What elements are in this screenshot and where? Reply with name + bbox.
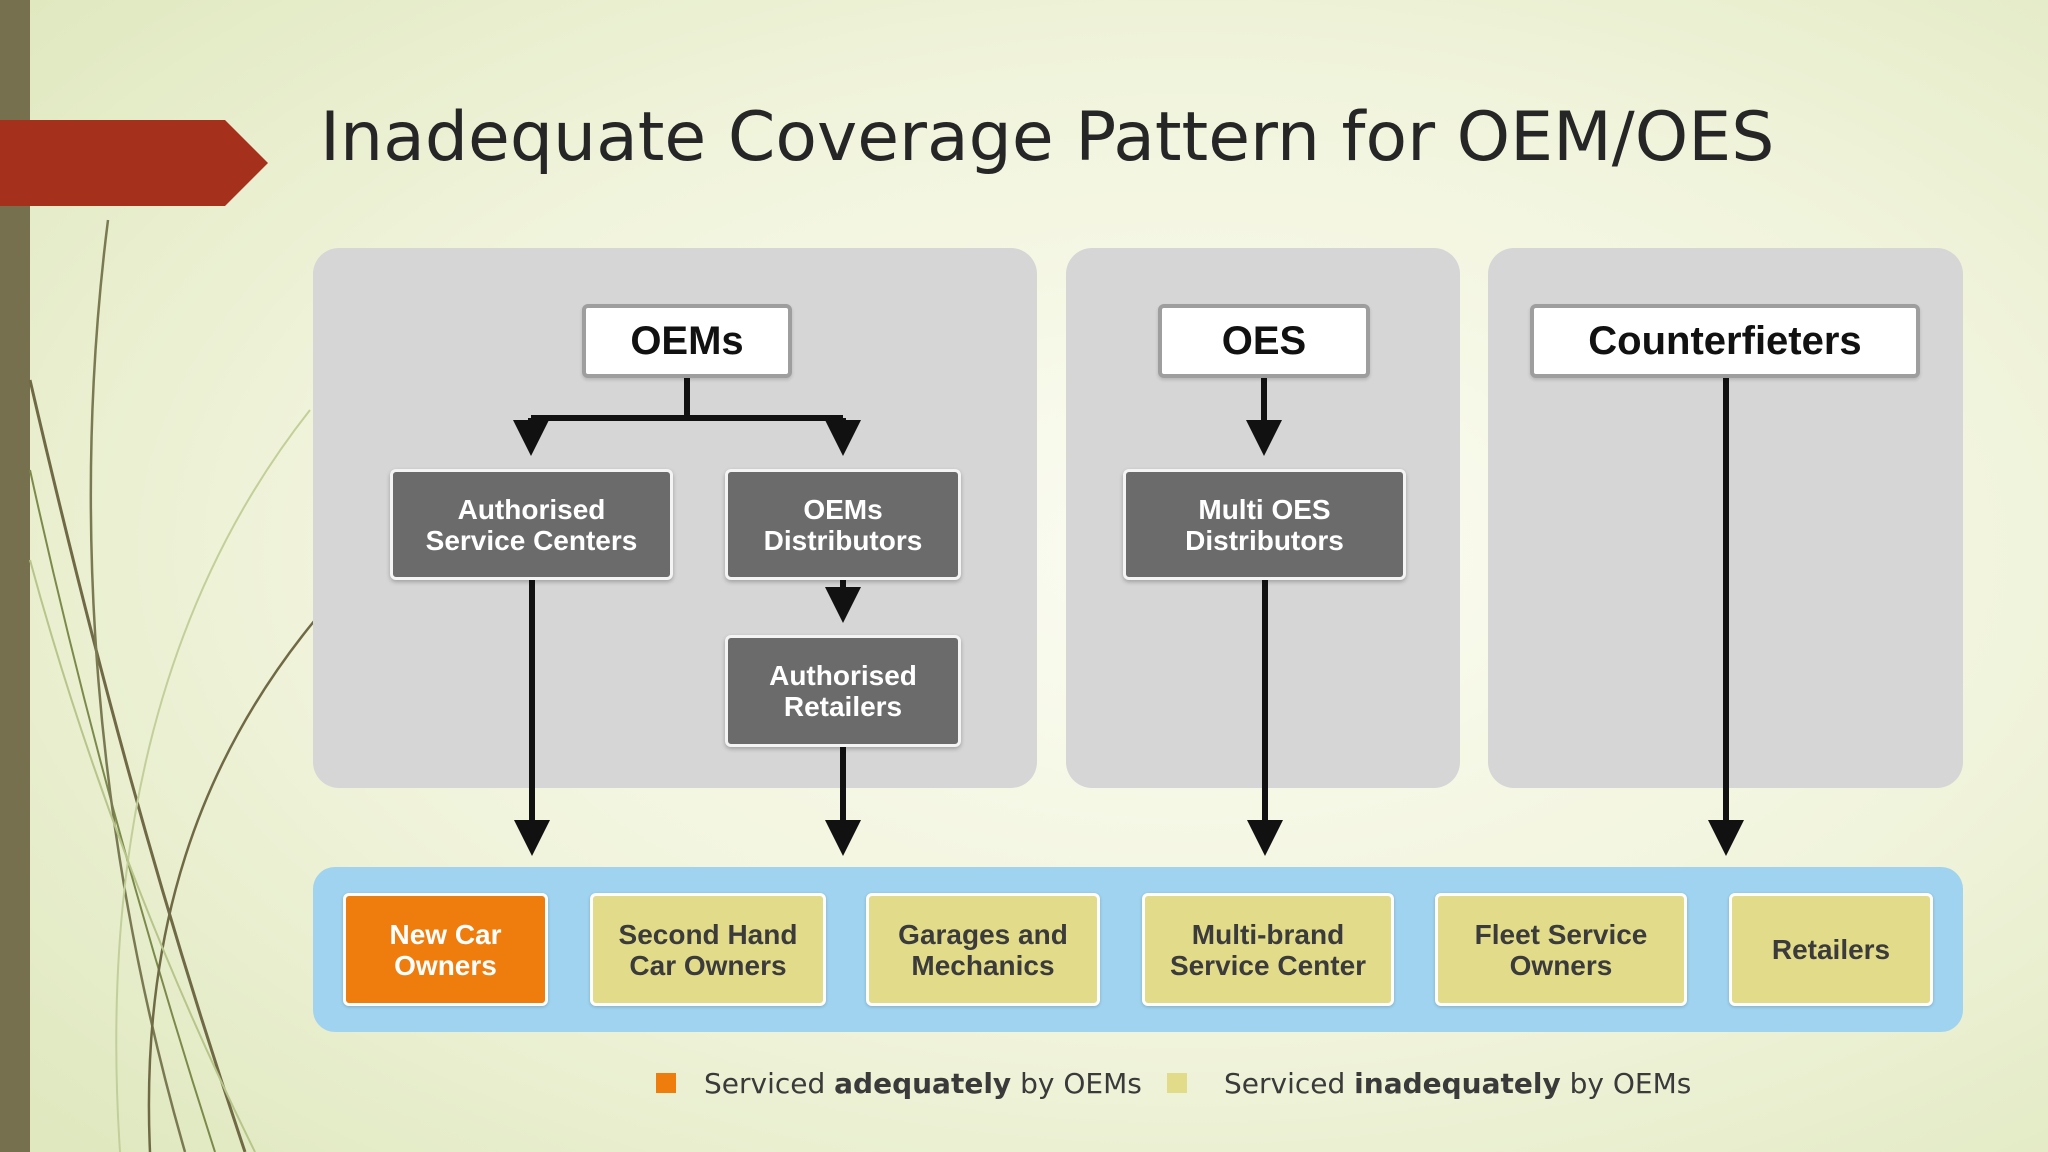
counterfeiters-label: Counterfieters bbox=[1588, 318, 1862, 363]
legend-label-inadequate: Serviced inadequately by OEMs bbox=[1224, 1067, 1692, 1100]
customer-second-hand-car-owners: Second Hand Car Owners bbox=[590, 893, 826, 1006]
customer-multi-brand-service-center: Multi-brand Service Center bbox=[1142, 893, 1394, 1006]
customer-segment-band bbox=[313, 867, 1963, 1032]
legend-label-adequate: Serviced adequately by OEMs bbox=[704, 1067, 1142, 1100]
customer-fleet-service-owners: Fleet Service Owners bbox=[1435, 893, 1687, 1006]
customer-garages-and-mechanics: Garages and Mechanics bbox=[866, 893, 1100, 1006]
legend-swatch-inadequate bbox=[1167, 1073, 1187, 1093]
customer-label: Fleet Service Owners bbox=[1474, 918, 1648, 981]
customer-retailers: Retailers bbox=[1729, 893, 1933, 1006]
counterfeiters-node: Counterfieters bbox=[1530, 304, 1920, 378]
customer-label: Multi-brand Service Center bbox=[1169, 918, 1367, 981]
title-accent-arrow-icon bbox=[0, 120, 268, 206]
customer-label: Second Hand Car Owners bbox=[618, 918, 798, 981]
legend-swatch-adequate bbox=[656, 1073, 676, 1093]
customer-label: Garages and Mechanics bbox=[898, 918, 1068, 981]
multi-oes-distributors-node: Multi OES Distributors bbox=[1123, 469, 1406, 580]
customer-label: Retailers bbox=[1771, 934, 1891, 965]
authorised-service-centers-node: Authorised Service Centers bbox=[390, 469, 673, 580]
slide-title: Inadequate Coverage Pattern for OEM/OES bbox=[320, 98, 1775, 177]
customer-new-car-owners: New Car Owners bbox=[343, 893, 548, 1006]
customer-label: New Car Owners bbox=[389, 918, 502, 981]
authorised-service-centers-label: Authorised Service Centers bbox=[425, 493, 638, 556]
multi-oes-distributors-label: Multi OES Distributors bbox=[1185, 493, 1344, 556]
authorised-retailers-label: Authorised Retailers bbox=[769, 660, 917, 722]
oes-label: OES bbox=[1221, 318, 1307, 363]
oems-node: OEMs bbox=[582, 304, 792, 378]
authorised-retailers-node: Authorised Retailers bbox=[725, 635, 961, 747]
oems-distributors-node: OEMs Distributors bbox=[725, 469, 961, 580]
decorative-leaf-lines bbox=[28, 219, 316, 1152]
oes-node: OES bbox=[1158, 304, 1370, 378]
oems-distributors-label: OEMs Distributors bbox=[763, 493, 923, 556]
oems-label: OEMs bbox=[630, 318, 744, 363]
